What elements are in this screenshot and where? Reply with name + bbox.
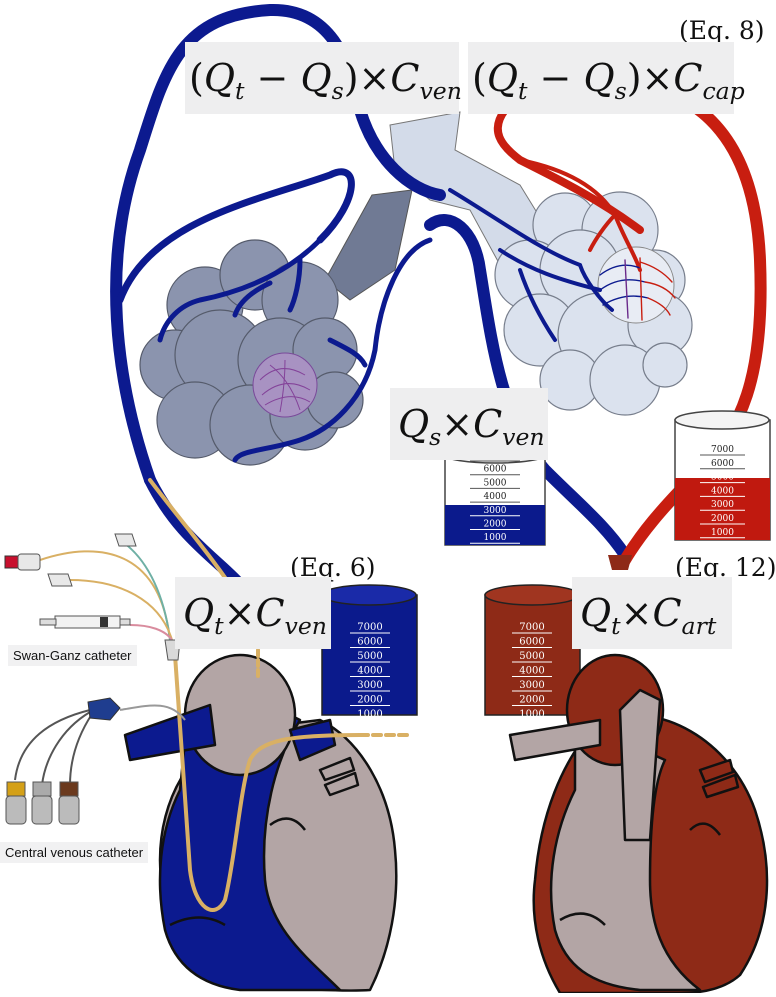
arterial-beaker: 7000 6000 5000 4000 3000 2000 1000 [484, 584, 581, 721]
beaker-tick-label: 4000 [484, 492, 507, 502]
shunt-lung-trachea [324, 189, 413, 301]
venous-return-equation: (Qt − Qs)×Cven [185, 42, 462, 114]
beaker-tick-label: 5000 [711, 473, 734, 483]
venous-beaker-scale: 7000 6000 5000 4000 3000 2000 1000 [350, 622, 390, 721]
beaker-tick-label: 1000 [484, 533, 507, 543]
beaker-tick-label: 1000 [357, 709, 382, 720]
total-venous-equation: Qt×Cven [175, 577, 331, 649]
beaker-tick-label: 6000 [357, 637, 382, 648]
total-arterial-equation: Qt×Cart [572, 577, 732, 649]
cvc-hub [87, 697, 121, 721]
beaker-tick-label: 4000 [357, 666, 382, 677]
swan-ganz-catheter [4, 533, 181, 661]
beaker-tick-label: 7000 [519, 622, 544, 633]
syringe-icon [39, 615, 131, 629]
beaker-tick-label: 3000 [484, 506, 507, 516]
beaker-tick-label: 5000 [519, 651, 544, 662]
cvc-gray-port [31, 781, 53, 825]
beaker-tick-label: 4000 [711, 486, 734, 496]
beaker-tick-label: 5000 [357, 651, 382, 662]
shunt-vein [424, 214, 631, 561]
beaker-tick-label: 3000 [519, 680, 544, 691]
beaker-tick-label: 1000 [519, 709, 544, 720]
beaker-tick-label: 7000 [711, 445, 734, 455]
shunt-alveolus [252, 352, 318, 418]
normal-lung [389, 111, 693, 416]
right-heart-arterial [508, 653, 769, 995]
aorta-stub [608, 555, 632, 570]
beaker-tick-label: 3000 [357, 680, 382, 691]
beaker-tick-label: 3000 [711, 500, 734, 510]
shunt-equation: Qs×Cven [390, 388, 548, 460]
normal-capillary-mesh [599, 257, 676, 321]
beaker-tick-label: 2000 [484, 520, 507, 530]
arterial-beaker-scale: 7000 6000 5000 4000 3000 2000 1000 [512, 622, 552, 721]
beaker-tick-label: 6000 [519, 637, 544, 648]
beaker-tick-label: 6000 [484, 465, 507, 475]
capillary-equation: (Qt − Qs)×Ccap [468, 42, 745, 114]
pulmonary-vein-loop [110, 3, 446, 486]
cvc-yellow-port [5, 781, 27, 825]
beaker-tick-label: 6000 [711, 459, 734, 469]
shunt-lung [139, 189, 413, 466]
beaker-tick-label: 2000 [357, 695, 382, 706]
swan-ganz-label: Swan-Ganz catheter [8, 645, 137, 666]
beaker-tick-label: 2000 [519, 695, 544, 706]
beaker-tick-label: 1000 [711, 528, 734, 538]
beaker-tick-label: 5000 [484, 478, 507, 488]
beaker-tick-label: 7000 [357, 622, 382, 633]
beaker-tick-label: 4000 [519, 666, 544, 677]
beaker-tick-label: 2000 [711, 514, 734, 524]
catheter-red-port [4, 555, 20, 569]
capillary-beaker: 7000 6000 5000 4000 3000 2000 1000 [674, 410, 771, 541]
central-venous-catheter [5, 697, 186, 825]
eq8-number: (Eq. 8) [679, 16, 765, 45]
capillary-beaker-scale: 7000 6000 5000 4000 3000 2000 1000 [700, 445, 745, 539]
venous-beaker: 7000 6000 5000 4000 3000 2000 1000 [321, 584, 418, 721]
central-venous-label: Central venous catheter [0, 842, 149, 863]
cvc-brown-port [58, 781, 80, 825]
